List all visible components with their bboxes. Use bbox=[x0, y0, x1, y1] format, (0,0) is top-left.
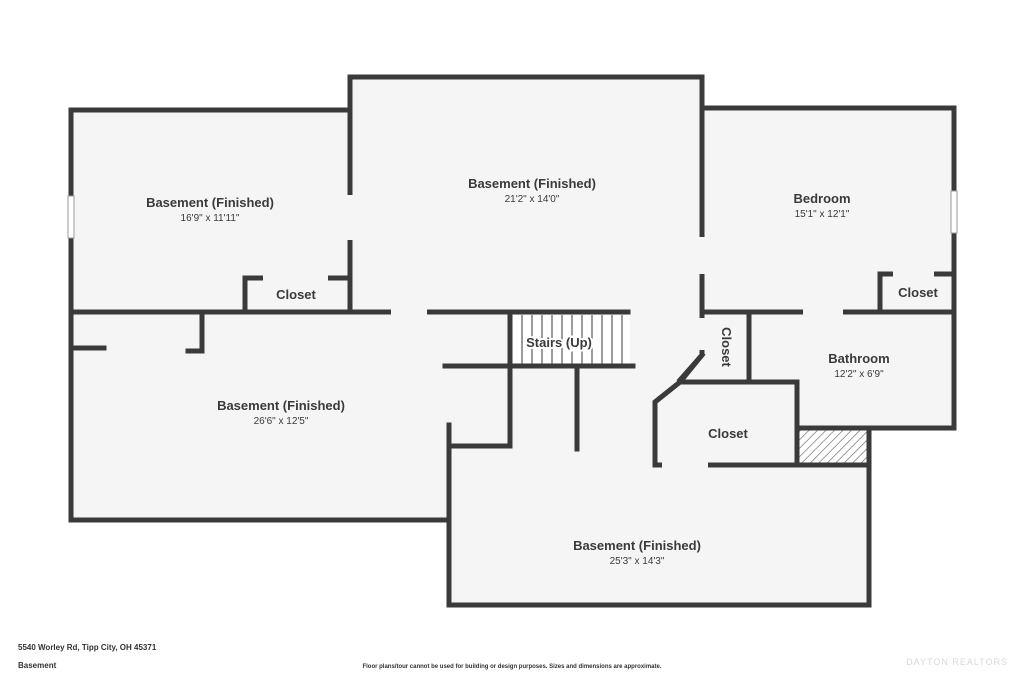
hatched-area bbox=[799, 429, 867, 465]
room-name-basement-s: Basement (Finished) bbox=[573, 538, 701, 553]
room-name-closet-ne: Closet bbox=[898, 285, 938, 300]
room-name-closet-mid: Closet bbox=[708, 426, 748, 441]
room-name-closet-vertical: Closet bbox=[719, 327, 734, 367]
stairs-treads bbox=[512, 315, 630, 365]
room-dim-bathroom: 12'2" x 6'9" bbox=[834, 369, 884, 380]
property-address: 5540 Worley Rd, Tipp City, OH 45371 bbox=[18, 643, 157, 652]
room-dim-bedroom: 15'1" x 12'1" bbox=[795, 209, 850, 220]
floor-level-label: Basement bbox=[18, 661, 57, 670]
room-name-basement-w: Basement (Finished) bbox=[217, 398, 345, 413]
room-name-basement-nw: Basement (Finished) bbox=[146, 195, 274, 210]
room-dim-basement-center: 21'2" x 14'0" bbox=[505, 194, 560, 205]
disclaimer-text: Floor plans/tour cannot be used for buil… bbox=[362, 664, 662, 670]
window-west bbox=[67, 195, 75, 239]
room-name-stairs: Stairs (Up) bbox=[526, 335, 592, 350]
room-dim-basement-nw: 16'9" x 11'11" bbox=[181, 213, 240, 224]
room-name-bathroom: Bathroom bbox=[828, 351, 889, 366]
door-openings bbox=[263, 195, 934, 468]
room-fills bbox=[71, 77, 954, 605]
window-east bbox=[950, 190, 958, 234]
room-name-basement-center: Basement (Finished) bbox=[468, 176, 596, 191]
room-name-bedroom: Bedroom bbox=[793, 191, 850, 206]
room-dim-basement-w: 26'6" x 12'5" bbox=[254, 416, 309, 427]
room-name-closet-nw: Closet bbox=[276, 287, 316, 302]
room-dim-basement-s: 25'3" x 14'3" bbox=[610, 556, 665, 567]
watermark-logo: DAYTON REALTORS bbox=[906, 657, 1008, 667]
